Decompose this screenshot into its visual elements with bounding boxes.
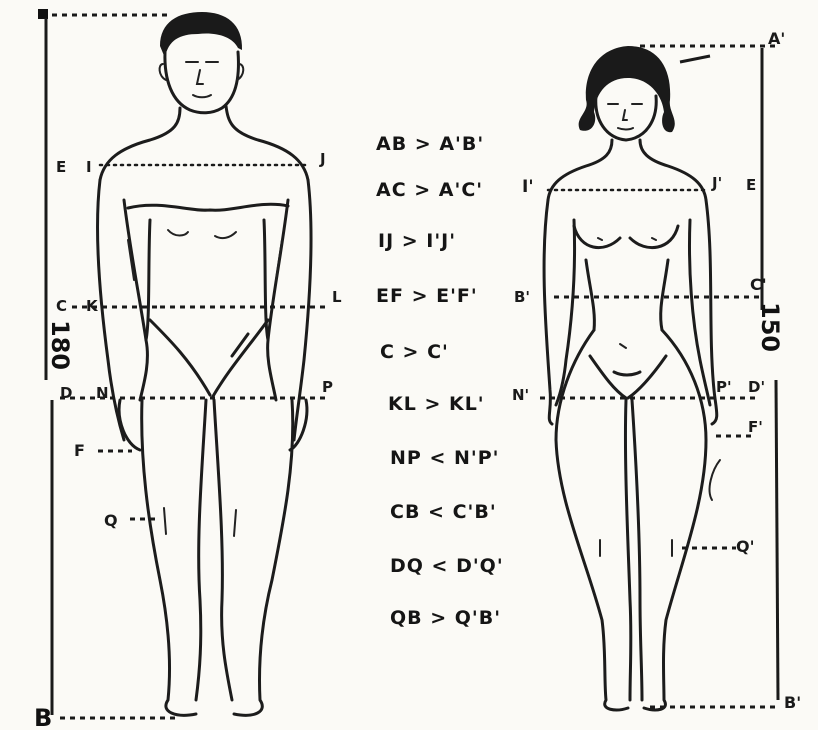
female-point-D: D' <box>748 378 765 396</box>
female-point-E: E <box>746 176 756 194</box>
male-figure <box>98 12 311 715</box>
comparison-4: EF > E'F' <box>376 285 478 307</box>
male-point-K: K <box>86 297 99 315</box>
female-measurement-frame <box>640 46 780 707</box>
male-point-Q: Q <box>104 511 118 530</box>
female-point-Q: Q' <box>736 537 755 556</box>
male-height-label: 180 <box>46 320 74 370</box>
comparison-7: NP < N'P' <box>390 447 499 469</box>
comparison-6: KL > KL' <box>388 393 485 415</box>
comparison-5: C > C' <box>380 341 449 363</box>
female-point-F: F' <box>748 418 763 436</box>
male-labels: E I J C K L D N P F Q B 180 <box>34 150 342 730</box>
female-point-C: C' <box>750 275 767 294</box>
female-point-J: J' <box>711 174 722 192</box>
male-point-L: L <box>332 288 342 306</box>
male-point-B: B <box>34 704 52 730</box>
comparison-9: DQ < D'Q' <box>390 555 504 577</box>
male-point-F: F <box>74 441 85 460</box>
comparison-10: QB > Q'B' <box>390 607 501 629</box>
comparison-1: AB > A'B' <box>376 133 484 155</box>
male-point-D: D <box>60 384 72 402</box>
comparison-list: AB > A'B' AC > A'C' IJ > I'J' EF > E'F' … <box>376 133 504 629</box>
female-point-A: A' <box>768 29 785 48</box>
female-point-N: N' <box>512 386 529 404</box>
male-point-J: J <box>319 150 326 168</box>
male-point-P: P <box>322 378 333 396</box>
male-point-I: I <box>86 158 92 176</box>
comparison-2: AC > A'C' <box>376 179 483 201</box>
female-point-I: I' <box>522 177 534 197</box>
comparison-3: IJ > I'J' <box>378 230 456 252</box>
male-point-N: N <box>96 384 109 402</box>
male-point-C: C <box>56 297 67 315</box>
female-point-B: B' <box>784 693 801 712</box>
female-point-P: P' <box>716 378 732 396</box>
female-point-B-mid: B' <box>514 288 530 306</box>
female-height-label: 150 <box>756 302 784 352</box>
comparison-8: CB < C'B' <box>390 501 497 523</box>
male-point-E: E <box>56 158 66 176</box>
female-figure <box>544 46 720 710</box>
